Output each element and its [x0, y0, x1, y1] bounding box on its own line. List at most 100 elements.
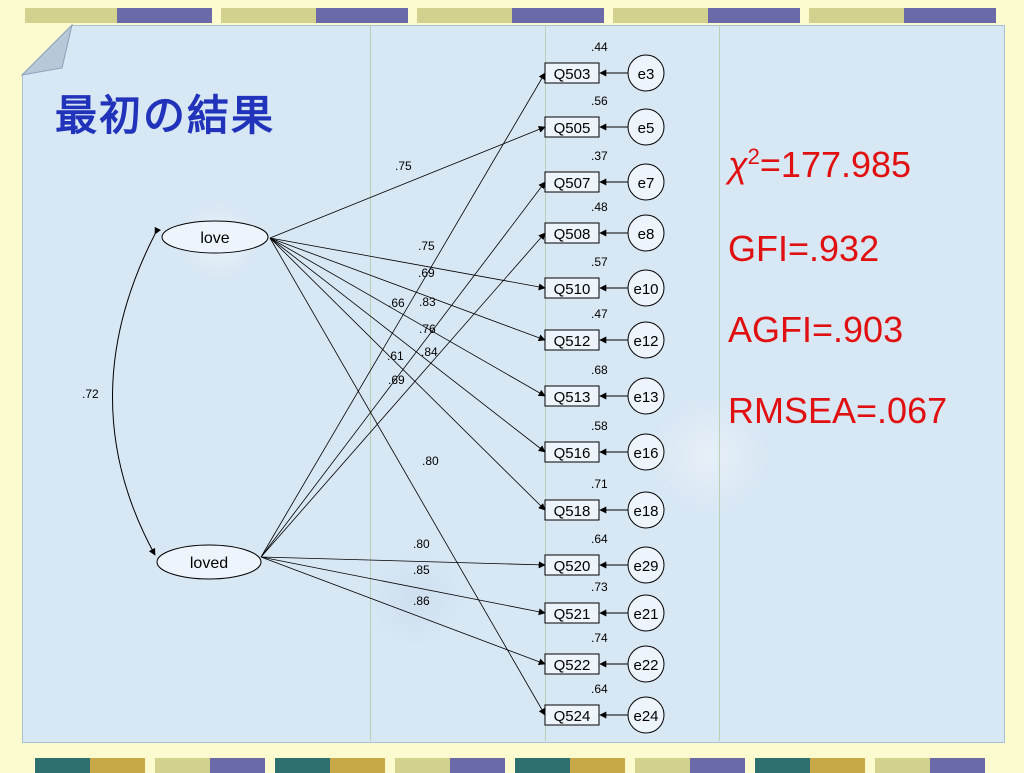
loading-label: .69 — [418, 266, 435, 280]
agfi-stat: AGFI=.903 — [728, 309, 904, 350]
error-label: e22 — [633, 657, 658, 674]
observed-label: Q512 — [554, 333, 591, 350]
r2-label: .73 — [591, 580, 608, 594]
guide-line — [719, 25, 720, 741]
observed-label: Q508 — [554, 226, 591, 243]
loading-path-Q518 — [269, 237, 546, 511]
observed-box-Q521 — [544, 602, 600, 624]
loading-label: .61 — [387, 349, 404, 363]
observed-box-Q524 — [544, 704, 600, 726]
latent-label-loved: loved — [190, 555, 228, 572]
error-label: e7 — [638, 175, 655, 192]
loading-label: .85 — [413, 563, 430, 577]
error-label: e8 — [638, 226, 655, 243]
r2-label: .56 — [591, 94, 608, 108]
latent-loved — [156, 544, 262, 580]
gfi-stat: GFI=.932 — [728, 228, 880, 269]
slide-title: 最初の結果 — [55, 91, 276, 140]
chi-square-stat: χ2=177.985 — [728, 144, 911, 186]
observed-box-Q508 — [544, 222, 600, 244]
error-label: e10 — [633, 281, 658, 298]
error-label: e21 — [633, 606, 658, 623]
chi-value: =177.985 — [759, 144, 912, 185]
loading-path-Q510 — [269, 237, 546, 291]
r2-label: .37 — [591, 149, 608, 163]
guide-line — [370, 25, 371, 741]
r2-label: .58 — [591, 419, 608, 433]
observed-label: Q521 — [554, 606, 591, 623]
observed-label: Q522 — [554, 657, 591, 674]
error-circle-e10 — [627, 269, 665, 307]
r2-label: .74 — [591, 631, 608, 645]
chi-superscript: 2 — [747, 144, 760, 169]
error-label: e24 — [633, 708, 658, 725]
observed-label: Q503 — [554, 66, 591, 83]
r2-label: .47 — [591, 307, 608, 321]
error-label: e3 — [638, 66, 655, 83]
error-circle-e3 — [627, 54, 665, 92]
loading-path-Q503 — [260, 72, 546, 558]
observed-label: Q520 — [554, 558, 591, 575]
latent-label-love: love — [200, 230, 229, 247]
error-circle-e16 — [627, 433, 665, 471]
error-circle-e22 — [627, 645, 665, 683]
observed-box-Q518 — [544, 499, 600, 521]
error-circle-e7 — [627, 163, 665, 201]
error-label: e16 — [633, 445, 658, 462]
loading-path-Q505 — [269, 126, 546, 239]
loading-label: .84 — [421, 345, 438, 359]
observed-box-Q516 — [544, 441, 600, 463]
observed-label: Q505 — [554, 120, 591, 137]
loading-label: .66 — [388, 296, 405, 310]
observed-label: Q516 — [554, 445, 591, 462]
observed-label: Q513 — [554, 389, 591, 406]
error-label: e12 — [633, 333, 658, 350]
loading-path-Q516 — [269, 237, 546, 453]
chi-symbol: χ — [728, 144, 748, 185]
observed-box-Q520 — [544, 554, 600, 576]
factor-correlation-label: .72 — [82, 387, 99, 401]
loading-label: .80 — [422, 454, 439, 468]
loading-label: .76 — [419, 322, 436, 336]
r2-label: .48 — [591, 200, 608, 214]
error-circle-e29 — [627, 546, 665, 584]
error-label: e13 — [633, 389, 658, 406]
error-label: e18 — [633, 503, 658, 520]
r2-label: .68 — [591, 363, 608, 377]
observed-box-Q505 — [544, 116, 600, 138]
loading-path-Q513 — [269, 237, 546, 397]
r2-label: .71 — [591, 477, 608, 491]
loading-label: .75 — [418, 239, 435, 253]
loading-label: .75 — [395, 159, 412, 173]
error-circle-e13 — [627, 377, 665, 415]
error-circle-e12 — [627, 321, 665, 359]
r2-label: .44 — [591, 40, 608, 54]
loading-path-Q522 — [260, 556, 546, 666]
observed-box-Q503 — [544, 62, 600, 84]
r2-label: .64 — [591, 532, 608, 546]
loading-label: .69 — [388, 373, 405, 387]
error-circle-e21 — [627, 594, 665, 632]
error-label: e5 — [638, 120, 655, 137]
loading-path-Q520 — [260, 556, 546, 569]
observed-label: Q524 — [554, 708, 591, 725]
observed-box-Q513 — [544, 385, 600, 407]
factor-correlation-path — [112, 226, 161, 556]
error-circle-e5 — [627, 108, 665, 146]
latent-love — [161, 220, 269, 254]
r2-label: .57 — [591, 255, 608, 269]
observed-label: Q507 — [554, 175, 591, 192]
guide-line — [545, 25, 546, 741]
observed-label: Q510 — [554, 281, 591, 298]
error-label: e29 — [633, 558, 658, 575]
loading-path-Q512 — [269, 237, 546, 342]
observed-label: Q518 — [554, 503, 591, 520]
content-panel — [22, 25, 1005, 743]
r2-label: .64 — [591, 682, 608, 696]
observed-box-Q512 — [544, 329, 600, 351]
loading-path-Q521 — [260, 556, 546, 616]
loading-path-Q524 — [269, 237, 546, 716]
error-circle-e18 — [627, 491, 665, 529]
loading-path-Q508 — [260, 232, 546, 558]
